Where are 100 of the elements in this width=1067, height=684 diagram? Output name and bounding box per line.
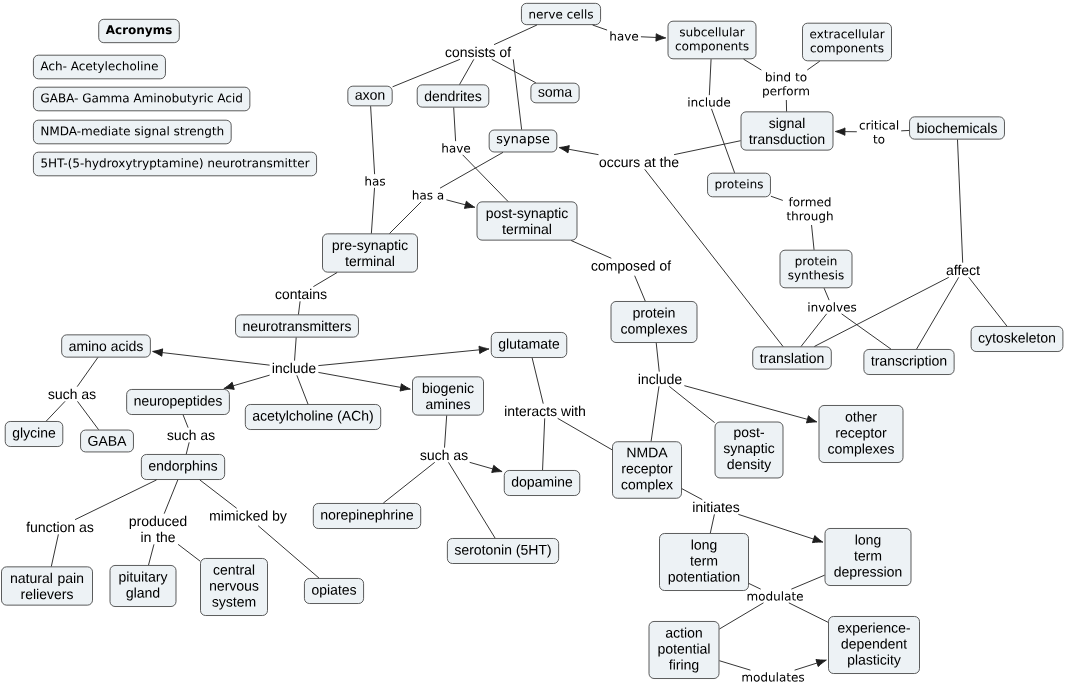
connector-line (788, 602, 829, 623)
linking-phrase: formed through (786, 197, 833, 223)
concept-box: proteins (707, 172, 771, 198)
concept-box: post-synaptic terminal (476, 201, 578, 241)
connector-line (148, 543, 155, 566)
connector-line (813, 276, 950, 347)
concept-box: endorphins (140, 454, 226, 480)
concept-box: dendrites (416, 84, 490, 108)
concept-box: serotonin (5HT) (447, 538, 560, 564)
concept-box: extracellular components (802, 22, 892, 62)
linking-phrase: contains (275, 288, 327, 300)
connector-line (668, 385, 716, 423)
acronym-box: Ach- Acetylecholine (33, 54, 166, 80)
connector-line (634, 275, 646, 302)
arrow (640, 33, 667, 42)
heading-box: Acronyms (98, 18, 180, 44)
concept-box: translation (752, 346, 832, 370)
linking-phrase: such as (48, 388, 96, 400)
connector-line (45, 400, 66, 422)
connector-line (806, 60, 821, 71)
connector-line (439, 151, 504, 189)
connector-line (542, 417, 546, 471)
linking-phrase: involves (808, 302, 857, 312)
concept-box: transcription (863, 349, 955, 375)
concept-box: natural pain relievers (1, 566, 93, 606)
linking-phrase: has (365, 176, 386, 186)
connector-line (681, 488, 703, 501)
linking-phrase: include (272, 362, 316, 374)
concept-box: pituitary gland (109, 565, 177, 607)
connector-line (177, 543, 201, 562)
linking-phrase: have (442, 143, 471, 153)
connector-line (841, 313, 892, 350)
acronym-box: GABA- Gamma Aminobutyric Acid (33, 86, 251, 112)
concept-box: NMDA receptor complex (612, 441, 682, 499)
connector-line (748, 583, 762, 590)
connector-line (257, 525, 320, 579)
concept-box: post-synaptic density (714, 421, 784, 479)
connector-line (968, 276, 1008, 327)
linking-phrase: occurs at the (599, 156, 679, 168)
arrow (317, 345, 490, 367)
connector-line (185, 441, 190, 455)
linking-phrase: modulate (747, 591, 803, 601)
linking-phrase: have (610, 31, 639, 41)
concept-box: neurotransmitters (235, 314, 359, 338)
connector-line (800, 313, 828, 347)
connector-line (459, 58, 475, 85)
connector-line (900, 130, 910, 132)
linking-phrase: bind to perform (763, 72, 809, 98)
connector-line (644, 168, 784, 347)
arrow (152, 348, 271, 366)
linking-phrase: affect (946, 264, 980, 276)
linking-phrase: function as (26, 521, 94, 533)
arrow (223, 374, 271, 390)
concept-box: experience-dependent plasticity (828, 616, 920, 674)
concept-box: amino acids (61, 334, 151, 358)
concept-box: subcellular components (667, 20, 757, 60)
linking-phrase: include (688, 97, 731, 107)
linking-phrase: has a (412, 190, 444, 200)
concept-box: other receptor complexes (818, 405, 904, 463)
connector-line (570, 240, 612, 259)
linking-phrase: such as (420, 449, 468, 461)
connector-line (709, 513, 715, 534)
linking-phrase: produced in the (129, 515, 187, 543)
connector-line (790, 574, 826, 590)
connector-line (370, 105, 376, 175)
linking-phrase: interacts with (505, 405, 585, 417)
connector-line (74, 479, 157, 521)
connector-line (708, 58, 712, 96)
concept-box: dopamine (503, 470, 581, 496)
arrow (469, 461, 503, 473)
connector-line (512, 58, 523, 131)
arrow (834, 127, 858, 136)
connector-line (557, 417, 613, 451)
arrow (683, 385, 818, 424)
connector-line (531, 357, 544, 405)
connector-line (655, 342, 660, 373)
concept-box: axon (347, 85, 393, 107)
linking-phrase: such as (167, 429, 215, 441)
connector-line (650, 385, 660, 442)
connector-line (382, 461, 436, 504)
linking-phrase: composed of (591, 260, 672, 274)
concept-box: signal transduction (740, 111, 834, 151)
concept-box: protein complexes (610, 301, 698, 343)
linking-phrase: modulates (742, 672, 805, 682)
concept-box: norepinephrine (312, 503, 422, 529)
concept-box: protein synthesis (779, 249, 853, 289)
connector-line (493, 24, 538, 46)
connector-line (592, 24, 608, 31)
connector-line (77, 400, 99, 431)
connector-line (199, 479, 238, 509)
concept-box: biogenic amines (412, 376, 484, 416)
linking-phrase: critical to (859, 120, 899, 144)
linking-phrase: initiates (693, 501, 740, 513)
concept-box: long term depression (824, 528, 912, 586)
arrow (445, 199, 476, 209)
arrow (794, 659, 827, 671)
linking-phrase: mimicked by (210, 510, 287, 524)
concept-box: biochemicals (909, 116, 1005, 140)
connector-line (916, 276, 960, 350)
arrow (317, 371, 411, 392)
